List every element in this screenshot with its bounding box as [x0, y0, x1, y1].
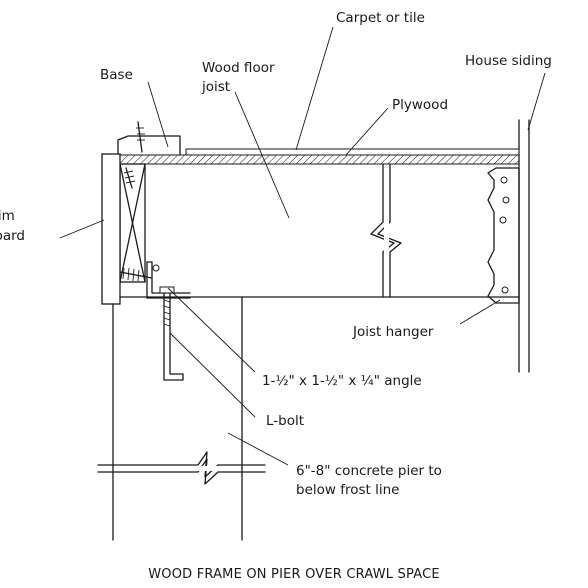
steel-angle [119, 261, 191, 299]
label-house-siding: House siding [465, 53, 552, 69]
joist-hanger [487, 167, 520, 304]
l-bolt [163, 292, 184, 381]
label-carpet-or-tile: Carpet or tile [336, 10, 425, 26]
label-trim-line2: board [0, 228, 25, 244]
label-l-bolt: L-bolt [266, 413, 304, 429]
label-wood-floor-line2: joist [201, 79, 230, 95]
carpet-layer [185, 148, 520, 156]
label-pier-line1: 6"-8" concrete pier to [296, 463, 442, 479]
wood-floor-joist [107, 163, 520, 298]
trim-board [101, 153, 121, 305]
rim-board [119, 163, 146, 283]
label-pier-line2: below frost line [296, 482, 399, 498]
label-plywood: Plywood [392, 97, 448, 113]
leader-lines [59, 26, 546, 466]
plywood-layer [107, 154, 520, 165]
label-angle: 1-½" x 1-½" x ¼" angle [262, 373, 422, 389]
label-trim-line1: Trim [0, 208, 15, 224]
diagram-caption: WOOD FRAME ON PIER OVER CRAWL SPACE [148, 567, 440, 582]
label-wood-floor-line1: Wood floor [202, 60, 275, 76]
label-joist-hanger: Joist hanger [352, 324, 434, 340]
house-siding-wall [518, 119, 530, 373]
concrete-pier [97, 296, 266, 541]
base-trim [117, 121, 181, 156]
label-base: Base [100, 67, 133, 83]
